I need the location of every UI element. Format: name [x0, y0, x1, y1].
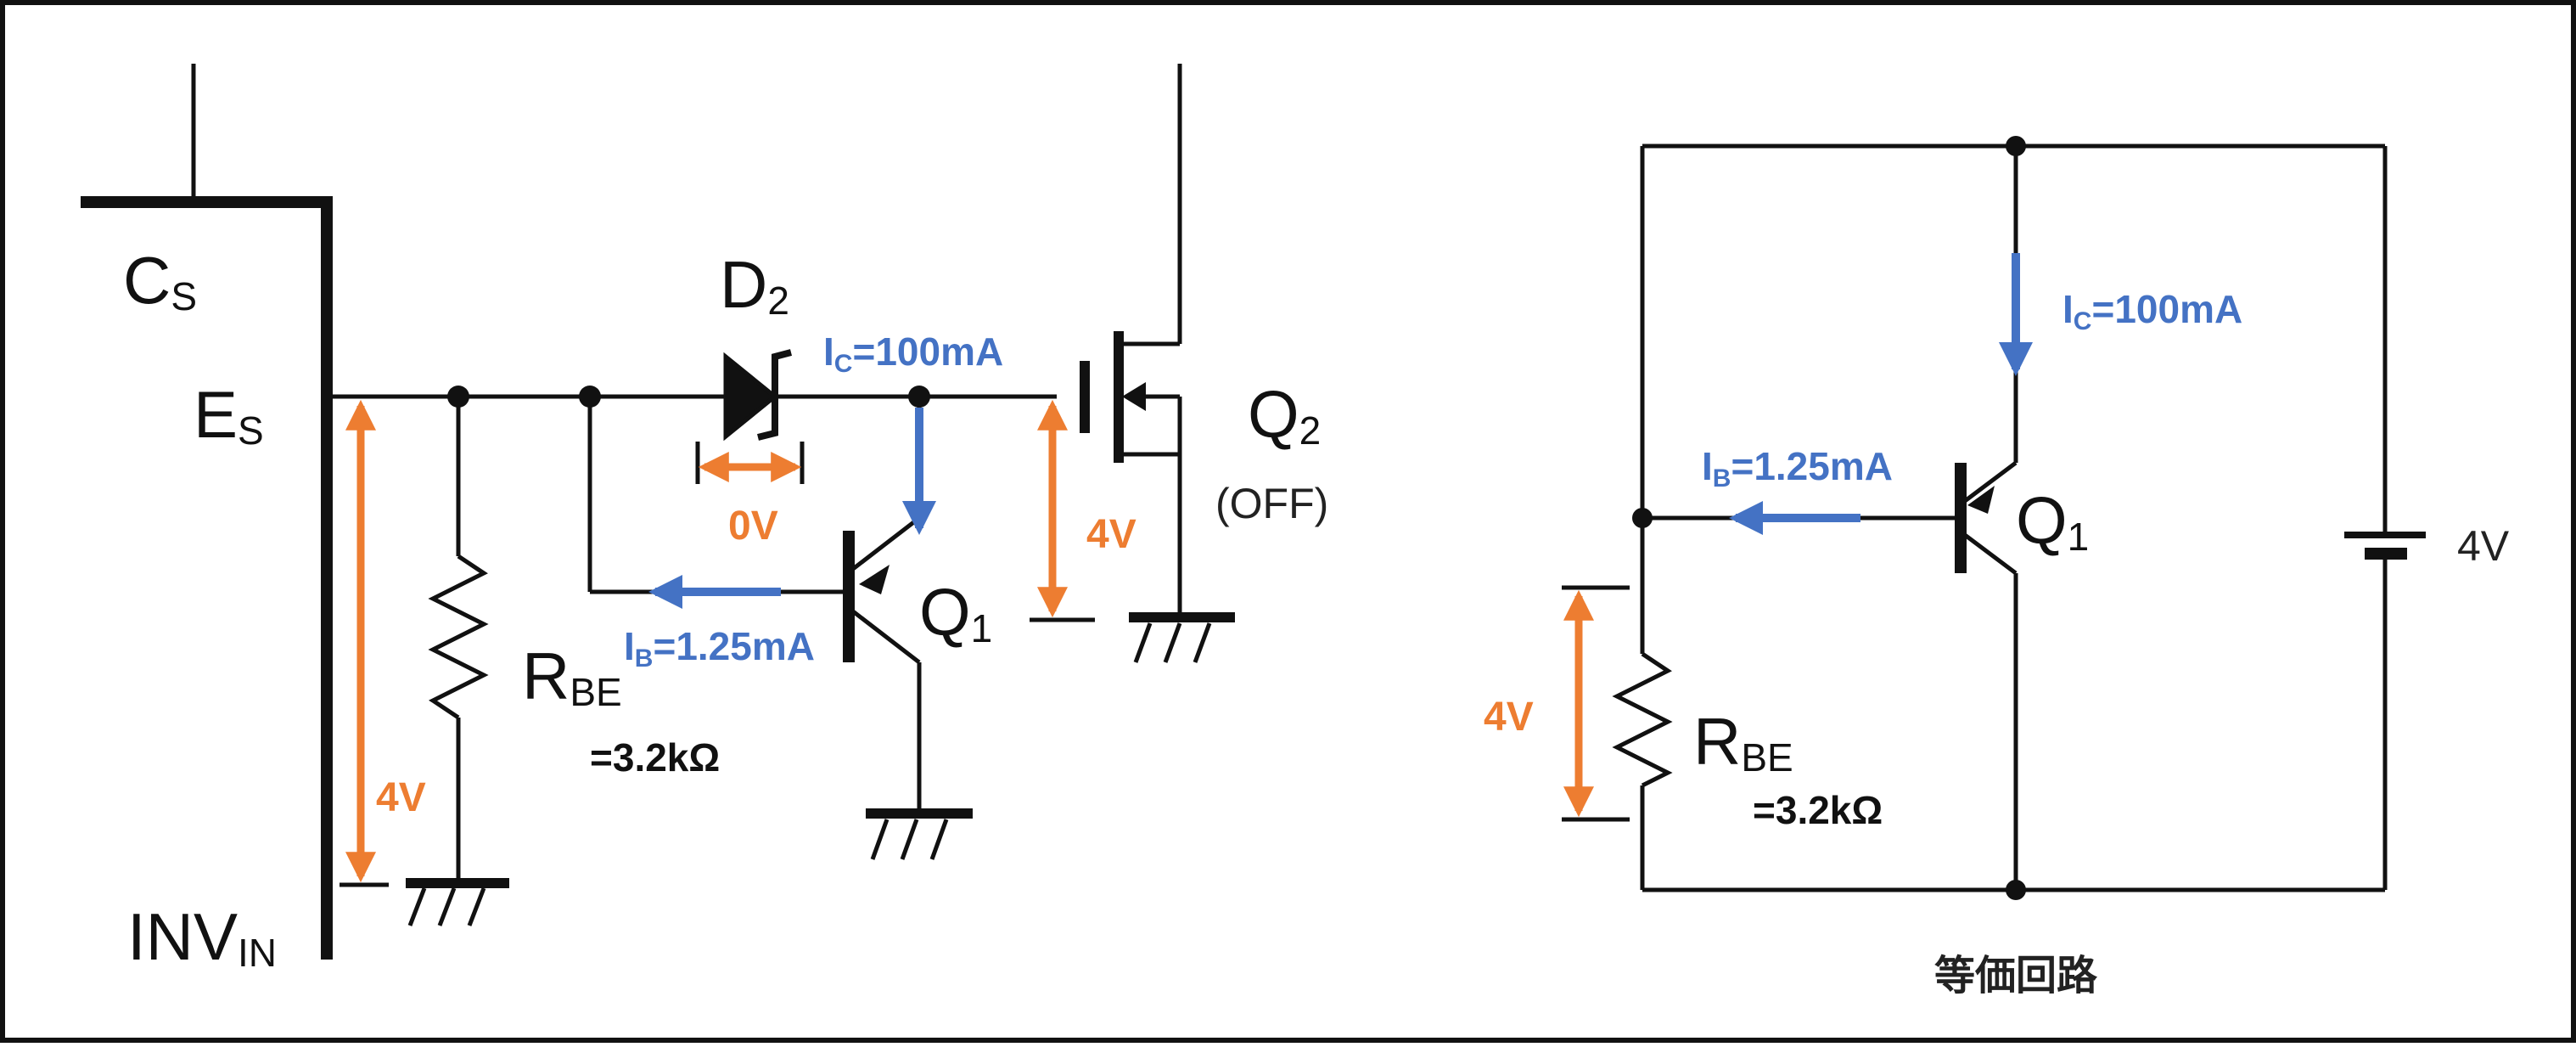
- ground-hatch: [1163, 622, 1182, 663]
- rbe-label: RBE: [522, 639, 622, 714]
- battery-label: 4V: [2457, 522, 2510, 570]
- q1-emitter-lead: [851, 610, 921, 664]
- d2-label: D2: [720, 247, 789, 323]
- ic-label-eq: IC=100mA: [2062, 287, 2242, 335]
- ic-label: IC=100mA: [823, 329, 1003, 378]
- rbe-value: =3.2kΩ: [590, 735, 720, 780]
- left-circuit: [81, 64, 1235, 960]
- q1-emitter-arrow: [859, 565, 890, 594]
- q1-label-eq: Q1: [2016, 483, 2089, 559]
- q2-label: Q2: [1248, 377, 1321, 453]
- d2-diode-body: [723, 352, 778, 442]
- ib-label: IB=1.25mA: [624, 624, 815, 673]
- q1-emitter-lead-eq: [1963, 533, 2018, 575]
- rbe-label-eq: RBE: [1693, 704, 1793, 780]
- q1-label: Q1: [919, 575, 992, 650]
- ground-hatch: [900, 819, 919, 860]
- es-label: ES: [194, 377, 264, 453]
- ic-package-outline: [81, 196, 333, 960]
- q2-body-arrow: [1122, 382, 1146, 411]
- ground-hatch: [467, 887, 486, 926]
- gate-voltage-label: 4V: [1086, 512, 1136, 557]
- q1-collector-lead: [851, 516, 921, 571]
- q1-emitter-arrow-eq: [1967, 486, 1995, 514]
- d2-zener-bar: [757, 349, 793, 441]
- equivalent-circuit-caption: 等価回路: [1934, 954, 2098, 999]
- rbe-voltage-label-eq: 4V: [1484, 695, 1534, 740]
- ground-hatch: [870, 819, 890, 860]
- inv-in-label: INVIN: [127, 899, 277, 975]
- rbe-resistor: [428, 554, 489, 720]
- ground-hatch: [437, 887, 457, 926]
- ground-hatch: [1133, 622, 1153, 663]
- cs-label: CS: [123, 243, 197, 318]
- ground-hatch: [1193, 622, 1212, 663]
- rbe-resistor-eq: [1612, 651, 1673, 788]
- q2-state-label: (OFF): [1215, 480, 1328, 527]
- d2-voltage-label: 0V: [728, 504, 778, 549]
- ground-hatch: [929, 819, 949, 860]
- rbe-value-eq: =3.2kΩ: [1753, 788, 1883, 832]
- ib-label-eq: IB=1.25mA: [1702, 444, 1893, 493]
- right-circuit: [1562, 136, 2426, 900]
- q1-collector-lead-eq: [1963, 461, 2018, 503]
- es-voltage-label: 4V: [376, 775, 426, 820]
- ground-hatch: [407, 887, 427, 926]
- voltage-reference-ticks: [340, 442, 1095, 887]
